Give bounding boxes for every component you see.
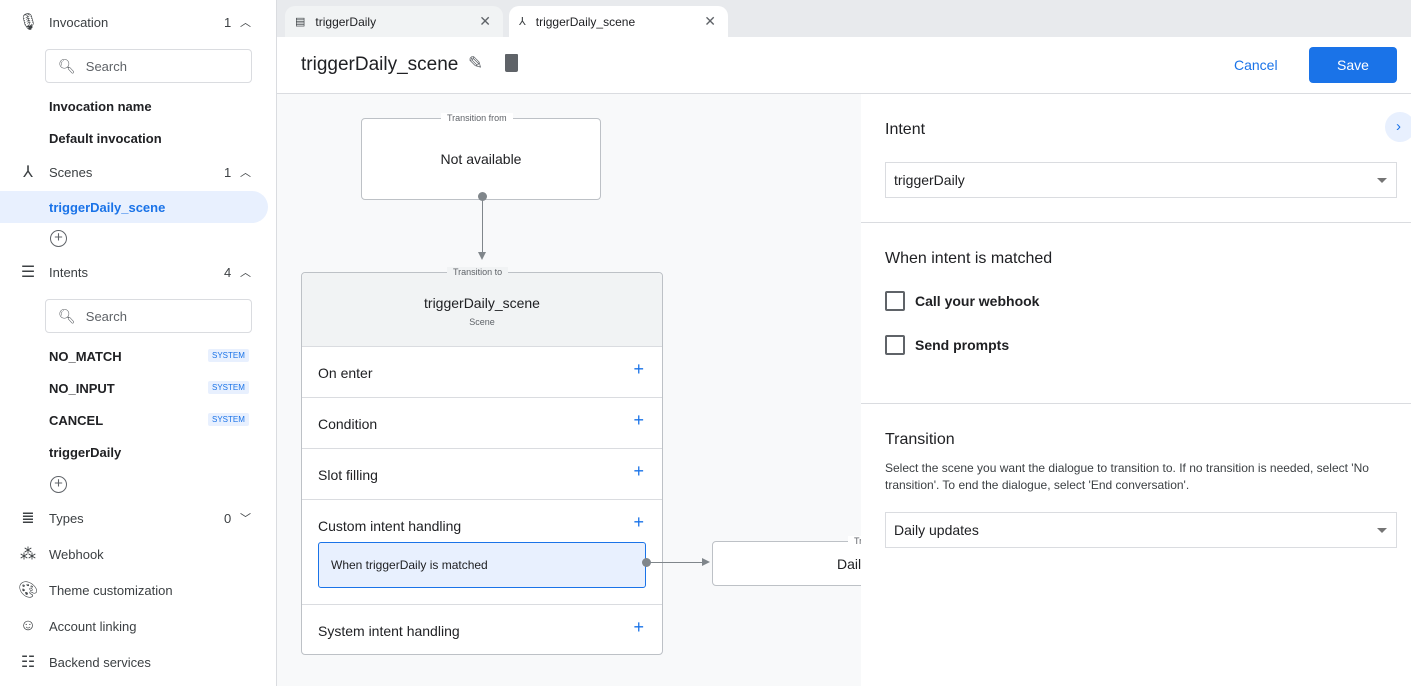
arrow-head <box>478 252 486 260</box>
sidebar-item-invocation-name[interactable]: Invocation name <box>49 99 152 114</box>
sidebar-item-backend-services[interactable]: ☷Backend services <box>0 646 276 678</box>
flow-canvas: Transition from Not available Transition… <box>277 94 861 686</box>
dropdown-arrow-icon <box>1377 528 1387 533</box>
types-icon: ≣ <box>21 510 35 527</box>
chevron-up-icon[interactable]: ︿ <box>240 267 251 279</box>
system-badge: SYSTEM <box>208 413 249 426</box>
destination-scene-box[interactable]: Tr Dail <box>712 536 861 586</box>
add-scene-icon[interactable]: + <box>50 230 67 247</box>
system-intent-handling-row[interactable]: System intent handling+ <box>302 604 662 655</box>
dropdown-arrow-icon <box>1377 178 1387 183</box>
scene-icon: ⅄ <box>519 16 526 28</box>
system-badge: SYSTEM <box>208 381 249 394</box>
search-icon: 🔍︎ <box>58 57 76 74</box>
backend-settings-icon: ☷ <box>20 654 36 671</box>
add-icon[interactable]: + <box>633 617 644 637</box>
add-intent-icon[interactable]: + <box>50 476 67 493</box>
transition-select[interactable]: Daily updates <box>885 512 1397 548</box>
call-webhook-checkbox[interactable] <box>885 291 905 311</box>
microphone-icon: 🎙︎ <box>18 14 39 31</box>
transition-from-box: Transition from Not available <box>361 113 601 200</box>
collapse-panel-chevron-icon[interactable]: › <box>1385 112 1411 142</box>
sidebar-section-scenes[interactable]: ⅄ Scenes 1 ︿ <box>0 156 276 188</box>
connector-dot <box>642 558 651 567</box>
connector-line <box>482 200 483 254</box>
tab-triggerdaily[interactable]: ▤triggerDaily✕ <box>285 6 503 37</box>
sidebar-item-default-invocation[interactable]: Default invocation <box>49 131 162 146</box>
edit-icon[interactable]: ✎ <box>468 53 484 73</box>
sidebar-item-triggerdaily-scene[interactable]: triggerDaily_scene <box>0 191 268 223</box>
sidebar-item-account-linking[interactable]: ☺Account linking <box>19 617 137 634</box>
webhook-icon: ⁂ <box>20 546 36 563</box>
save-button[interactable]: Save <box>1309 47 1397 83</box>
sidebar-item-triggerdaily[interactable]: triggerDaily <box>49 445 122 460</box>
intent-list-icon: ☰ <box>20 264 36 281</box>
palette-icon: 🎨︎ <box>18 582 39 599</box>
transition-description: Select the scene you want the dialogue t… <box>885 461 1369 492</box>
tab-bar: ▤triggerDaily✕ ⅄triggerDaily_scene✕ <box>277 0 1411 37</box>
tab-triggerdaily-scene[interactable]: ⅄triggerDaily_scene✕ <box>509 6 728 37</box>
intent-panel: › Intent triggerDaily When intent is mat… <box>861 94 1411 686</box>
scene-name: triggerDaily_scene <box>424 295 540 311</box>
invocation-search-input[interactable]: 🔍︎Search <box>45 49 252 83</box>
connector-line <box>649 562 704 563</box>
cancel-button[interactable]: Cancel <box>1234 57 1278 73</box>
intent-icon: ▤ <box>295 16 306 28</box>
sidebar-item-no-match[interactable]: NO_MATCH <box>49 349 122 364</box>
condition-row[interactable]: Condition+ <box>302 397 662 448</box>
close-icon[interactable]: ✕ <box>704 13 716 29</box>
scene-box: Transition to triggerDaily_scene Scene O… <box>301 267 663 655</box>
sidebar-item-no-input[interactable]: NO_INPUT <box>49 381 115 396</box>
intent-select[interactable]: triggerDaily <box>885 162 1397 198</box>
on-enter-row[interactable]: On enter+ <box>302 346 662 397</box>
close-icon[interactable]: ✕ <box>479 13 491 29</box>
sidebar-item-cancel[interactable]: CANCEL <box>49 413 104 428</box>
connector-dot <box>478 192 487 201</box>
account-circle-icon: ☺ <box>19 617 37 634</box>
system-badge: SYSTEM <box>208 349 249 362</box>
chevron-up-icon[interactable]: ︿ <box>240 17 251 29</box>
add-icon[interactable]: + <box>633 410 644 430</box>
intent-handler-item[interactable]: When triggerDaily is matched <box>318 542 646 588</box>
page-header: triggerDaily_scene ✎ Cancel Save <box>277 37 1411 94</box>
page-title: triggerDaily_scene <box>301 54 459 75</box>
delete-icon[interactable] <box>505 54 518 72</box>
sidebar-section-invocation[interactable]: 🎙︎ Invocation 1 ︿ <box>18 14 251 31</box>
sidebar-item-theme[interactable]: 🎨︎Theme customization <box>18 582 173 599</box>
sidebar: 🎙︎ Invocation 1 ︿ 🔍︎Search Invocation na… <box>0 0 277 686</box>
scene-icon: ⅄ <box>23 164 33 181</box>
chevron-down-icon[interactable]: ﹀ <box>240 513 251 525</box>
add-icon[interactable]: + <box>633 512 644 532</box>
slot-filling-row[interactable]: Slot filling+ <box>302 448 662 499</box>
add-icon[interactable]: + <box>633 461 644 481</box>
send-prompts-checkbox[interactable] <box>885 335 905 355</box>
chevron-up-icon[interactable]: ︿ <box>240 167 251 179</box>
sidebar-section-types[interactable]: ≣ Types 0 ﹀ <box>0 502 276 534</box>
custom-intent-handling-row[interactable]: Custom intent handling+ When triggerDail… <box>302 499 662 604</box>
sidebar-section-intents[interactable]: ☰ Intents 4 ︿ <box>0 256 276 288</box>
sidebar-item-webhook[interactable]: ⁂Webhook <box>20 546 104 563</box>
search-icon: 🔍︎ <box>58 307 76 324</box>
add-icon[interactable]: + <box>633 359 644 379</box>
intents-search-input[interactable]: 🔍︎Search <box>45 299 252 333</box>
arrow-head <box>702 558 710 566</box>
